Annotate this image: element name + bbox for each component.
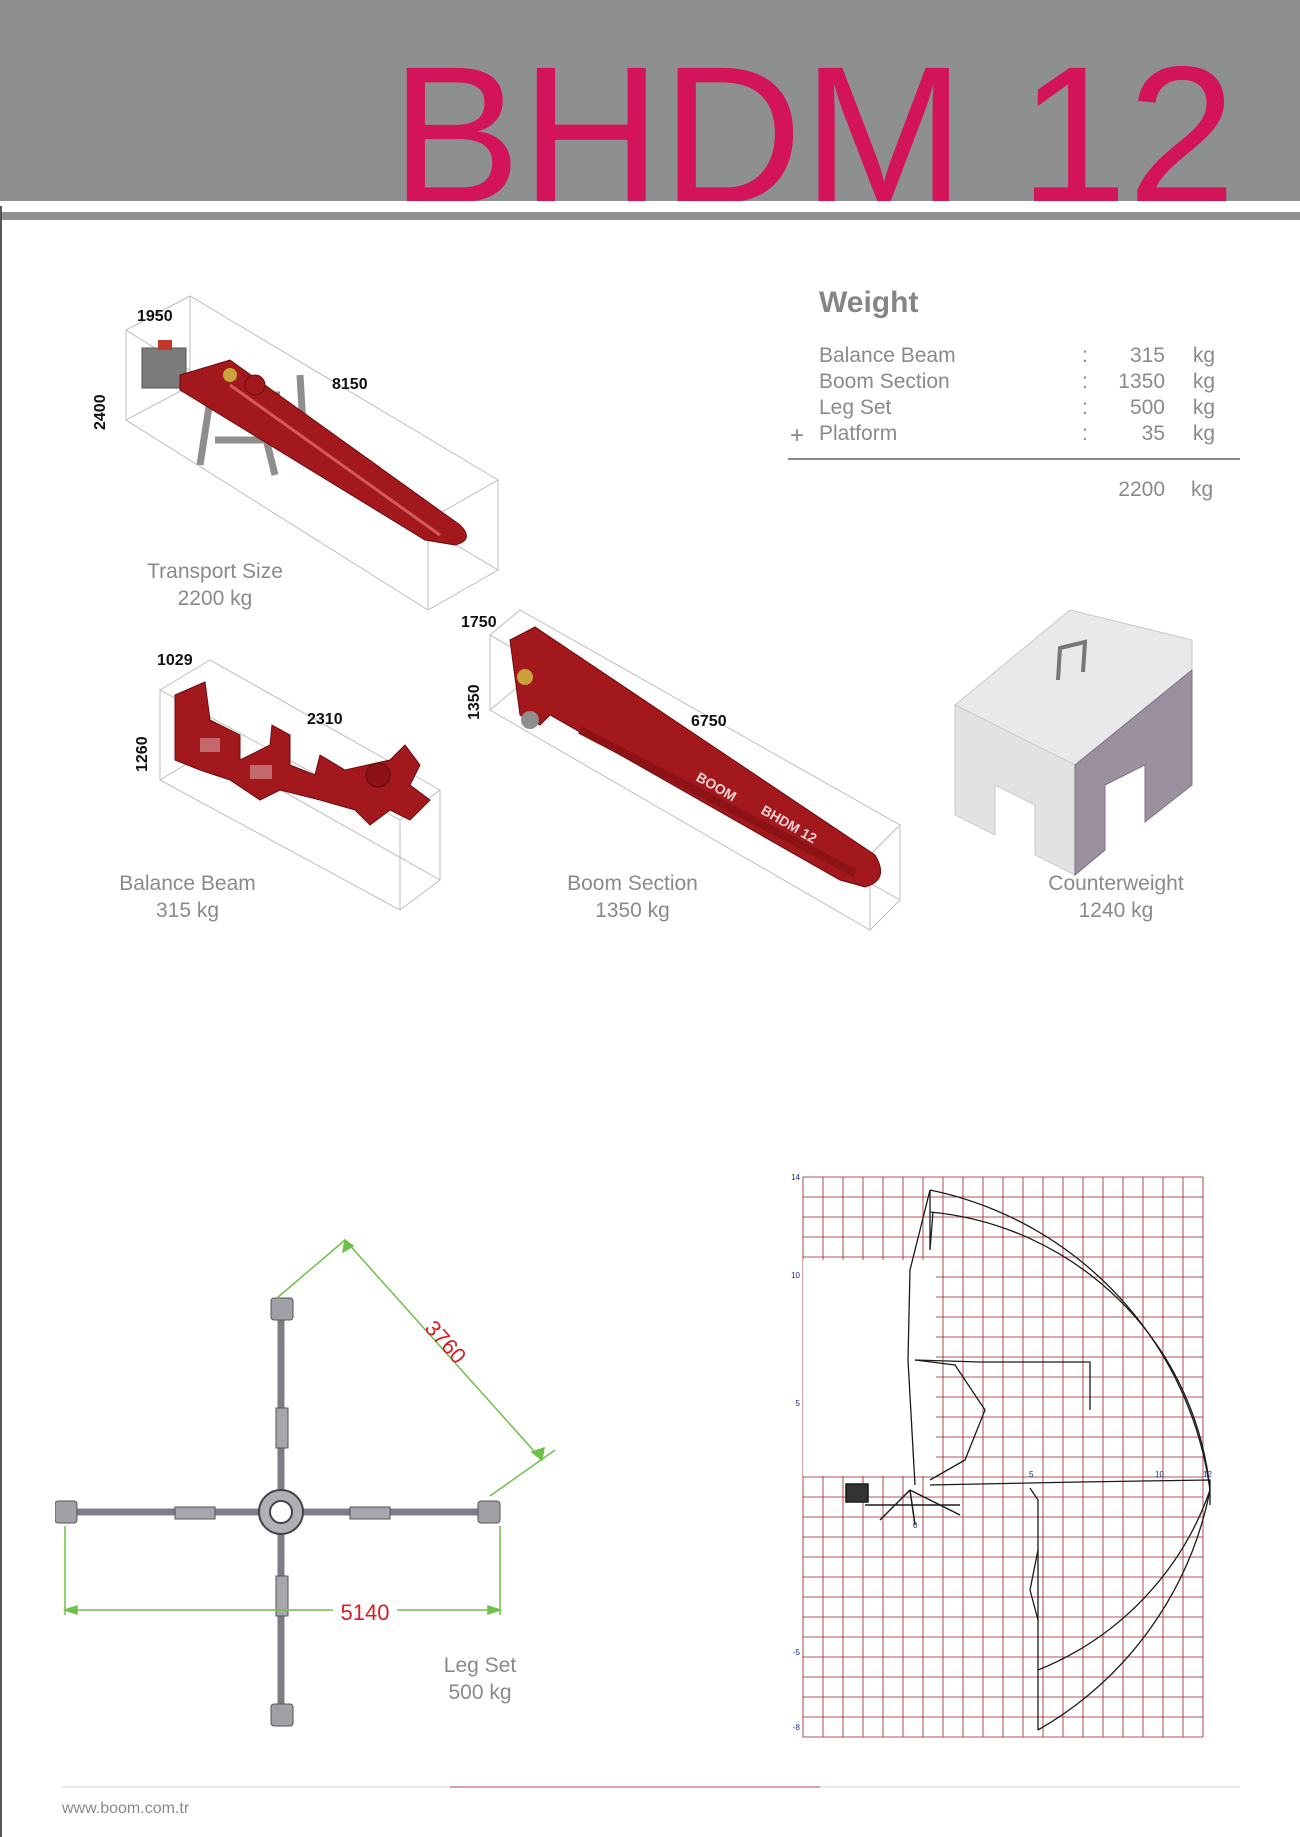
weight-row-plus: +	[790, 422, 805, 449]
weight-row-name: Platform	[819, 422, 898, 445]
counterweight-caption: Counterweight 1240 kg	[1040, 870, 1192, 924]
header-divider	[0, 201, 1300, 206]
weight-row-name: Boom Section	[819, 370, 950, 393]
balance-beam-caption: Balance Beam 315 kg	[90, 870, 285, 924]
reach-chart-x-tick-label: 5	[1029, 1470, 1034, 1479]
boom-section-label: Boom Section	[567, 872, 698, 895]
weight-row-colon: :	[1082, 370, 1088, 393]
weight-row: Leg Set : 500 kg	[790, 396, 1240, 422]
weight-row: Boom Section : 1350 kg	[790, 370, 1240, 396]
balance-beam-width-dim: 1029	[157, 652, 193, 669]
transport-length-dim: 8150	[332, 376, 368, 393]
leg-set-label: Leg Set	[443, 1654, 517, 1677]
weight-row-unit: kg	[1192, 370, 1215, 393]
reach-chart-y-tick-label: -5	[793, 1648, 801, 1657]
counterweight-label: Counterweight	[1048, 872, 1184, 895]
weight-row-colon: :	[1082, 396, 1088, 419]
leg-set-caption: Leg Set 500 kg	[420, 1652, 540, 1706]
reach-chart: 14 10 5 -5 -8 0 5 10 12	[791, 1173, 1212, 1738]
weight-row-colon: :	[1082, 422, 1088, 445]
weight-title: Weight	[819, 286, 919, 319]
boom-section-height-dim: 1350	[466, 684, 483, 720]
boom-section-weight: 1350 kg	[595, 899, 670, 922]
balance-beam-label: Balance Beam	[119, 872, 256, 895]
balance-beam-height-dim: 1260	[134, 736, 151, 772]
weight-row-name: Leg Set	[819, 396, 892, 419]
reach-chart-base	[845, 1483, 961, 1526]
weight-row-unit: kg	[1192, 344, 1215, 367]
weight-row-value: 500	[1129, 396, 1165, 419]
weight-total-unit: kg	[1191, 478, 1214, 501]
reach-chart-x-tick-label: 10	[1155, 1470, 1164, 1479]
boom-section-illustration: BOOM BHDM 12	[489, 609, 901, 931]
weight-sum-line	[788, 458, 1240, 460]
weight-row-value: 1350	[1118, 370, 1165, 393]
page-header: BHDM 12	[0, 0, 1300, 206]
transport-label: Transport Size	[147, 560, 283, 583]
transport-weight: 2200 kg	[177, 587, 253, 610]
footer-accent-line	[450, 1786, 820, 1788]
weight-total-value: 2200	[1118, 478, 1165, 501]
reach-chart-envelope	[907, 1189, 1211, 1731]
transport-width-dim: 1950	[137, 308, 173, 325]
boom-section-length-dim: 6750	[691, 713, 727, 730]
reach-chart-y-tick-label: 5	[796, 1399, 801, 1408]
boom-section-width-dim: 1750	[461, 614, 497, 631]
weight-row-value: 315	[1129, 344, 1165, 367]
counterweight-illustration	[954, 609, 1193, 877]
balance-beam-length-dim: 2310	[307, 711, 343, 728]
reach-chart-y-tick-label: 10	[791, 1271, 800, 1280]
leg-set-span-dim: 5140	[341, 1600, 390, 1625]
page-title: BHDM 12	[390, 26, 1236, 207]
reach-chart-labels: 14 10 5 -5 -8 0 5 10 12	[791, 1173, 1212, 1732]
weight-row-colon: :	[1082, 344, 1088, 367]
leg-set-weight: 500 kg	[448, 1681, 512, 1704]
leg-set-diagonal-dim: 3760	[420, 1315, 471, 1368]
leg-set-illustration: 3760 5140	[55, 1238, 556, 1727]
transport-height-dim: 2400	[92, 394, 109, 430]
weight-row: Balance Beam : 315 kg	[790, 344, 1240, 370]
weight-row-unit: kg	[1192, 422, 1215, 445]
reach-chart-x-tick-label: 12	[1203, 1470, 1212, 1479]
counterweight-weight: 1240 kg	[1078, 899, 1154, 922]
header-band	[0, 212, 1300, 220]
weight-row-value: 35	[1141, 422, 1165, 445]
weight-row: + Platform : 35 kg	[790, 422, 1240, 449]
balance-beam-illustration	[158, 659, 441, 910]
footer-url[interactable]: www.boom.com.tr	[62, 1800, 190, 1817]
balance-beam-weight: 315 kg	[155, 899, 220, 922]
page-left-border	[0, 206, 2, 1837]
weight-row-name: Balance Beam	[819, 344, 956, 367]
reach-chart-x-tick-label: 0	[913, 1521, 918, 1530]
boom-section-caption: Boom Section 1350 kg	[530, 870, 735, 924]
reach-chart-y-tick-label: -8	[793, 1723, 801, 1732]
transport-caption: Transport Size 2200 kg	[110, 558, 320, 612]
weight-table: Balance Beam : 315 kg Boom Section : 135…	[790, 344, 1240, 449]
reach-chart-y-tick-label: 14	[791, 1173, 800, 1182]
weight-row-unit: kg	[1192, 396, 1215, 419]
transport-size-illustration	[125, 295, 499, 610]
